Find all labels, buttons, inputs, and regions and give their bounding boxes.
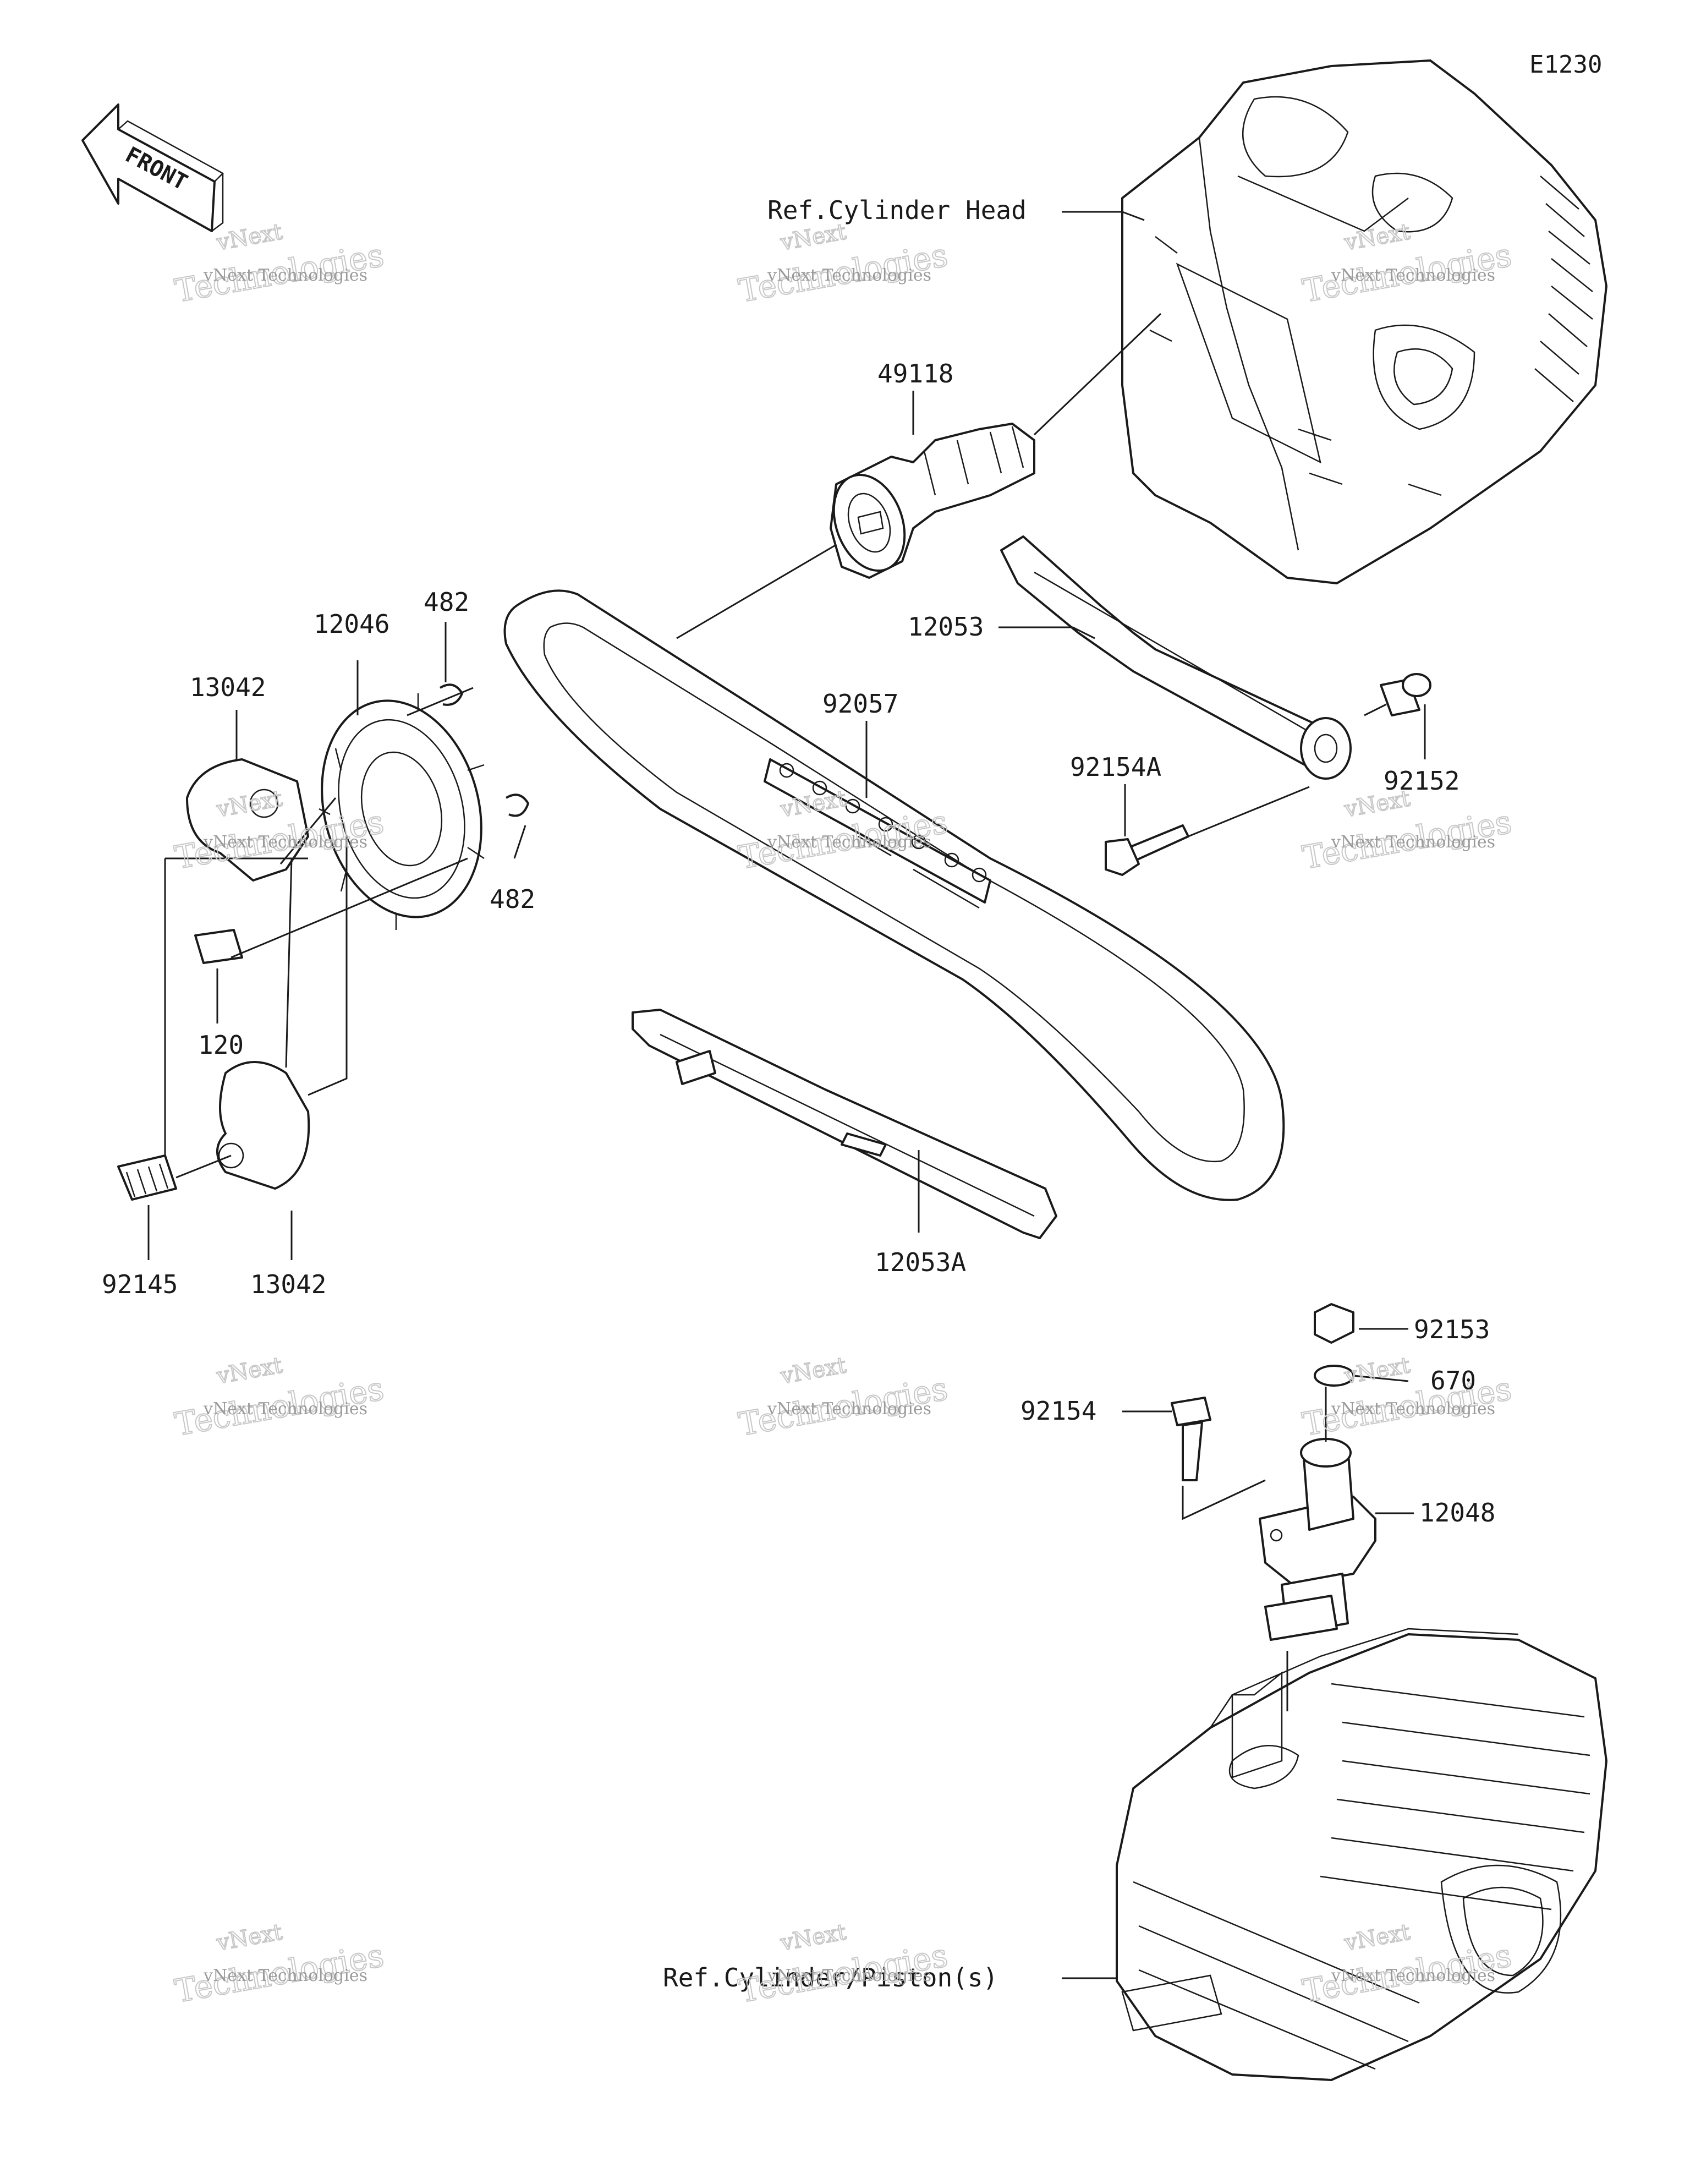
part-label-13042-top: 13042 — [190, 672, 266, 702]
watermark: Technologies vNext vNext Technologies — [736, 1352, 951, 1443]
clip-482-lower — [505, 793, 529, 817]
watermark: Technologies vNext vNext Technologies — [172, 1919, 387, 2010]
camshaft — [830, 423, 1035, 579]
svg-text:vNext: vNext — [778, 1919, 848, 1956]
chain-guide-lower — [632, 1009, 1057, 1239]
part-label-12048: 12048 — [1419, 1498, 1495, 1528]
watermark: Technologies vNext vNext Technologies — [1299, 785, 1515, 877]
clip-482-upper — [439, 683, 463, 706]
svg-text:vNext Technologies: vNext Technologies — [203, 1966, 367, 1985]
svg-text:vNext: vNext — [1342, 786, 1412, 822]
bushing-92152 — [1380, 673, 1431, 716]
part-label-120: 120 — [198, 1030, 244, 1060]
cylinder-head — [1121, 59, 1607, 584]
part-label-12046: 12046 — [314, 609, 389, 639]
part-label-92154: 92154 — [1020, 1396, 1096, 1426]
watermark: Technologies vNext vNext Technologies — [172, 1352, 387, 1443]
ref-cylinder-piston-label: Ref.Cylinder/Piston(s) — [663, 1963, 998, 1993]
svg-text:vNext Technologies: vNext Technologies — [767, 1966, 931, 1985]
part-label-13042-bottom: 13042 — [250, 1269, 326, 1299]
part-label-670: 670 — [1430, 1366, 1476, 1395]
svg-text:vNext: vNext — [778, 1353, 848, 1389]
leader-lines — [147, 211, 1426, 1979]
bolt-92154A — [1105, 824, 1189, 876]
svg-text:vNext: vNext — [215, 219, 284, 255]
part-label-49118: 49118 — [877, 359, 953, 388]
spring-92145 — [117, 1154, 177, 1201]
front-arrow-icon: FRONT — [81, 103, 224, 232]
part-label-92152: 92152 — [1384, 766, 1459, 796]
timing-chain — [503, 589, 1285, 1201]
part-label-92154A: 92154A — [1070, 752, 1161, 782]
chain-guide-upper — [1000, 535, 1352, 780]
svg-text:vNext: vNext — [215, 1353, 284, 1389]
svg-text:vNext: vNext — [215, 1919, 284, 1956]
decomp-weight-upper — [186, 758, 309, 882]
watermark: Technologies vNext vNext Technologies — [172, 218, 387, 310]
svg-text:vNext Technologies: vNext Technologies — [1331, 1399, 1495, 1419]
watermark: Technologies vNext vNext Technologies — [736, 218, 951, 310]
cylinder-block — [1116, 1628, 1607, 2081]
svg-text:vNext Technologies: vNext Technologies — [767, 266, 931, 285]
chain-link-section — [764, 758, 991, 904]
nut-92153 — [1314, 1303, 1354, 1344]
svg-text:vNext Technologies: vNext Technologies — [203, 833, 367, 852]
bolt-120 — [194, 929, 243, 964]
decomp-weight-lower — [216, 1061, 310, 1190]
svg-text:vNext Technologies: vNext Technologies — [203, 266, 367, 285]
svg-text:vNext Technologies: vNext Technologies — [1331, 833, 1495, 852]
svg-text:vNext Technologies: vNext Technologies — [203, 1399, 367, 1419]
bolt-92154 — [1171, 1397, 1211, 1481]
chain-tensioner — [1259, 1438, 1376, 1641]
svg-text:vNext Technologies: vNext Technologies — [1331, 1966, 1495, 1985]
part-label-482-top: 482 — [424, 587, 469, 617]
diagram-code: E1230 — [1529, 51, 1602, 79]
part-label-92145: 92145 — [102, 1269, 178, 1299]
part-label-12053A: 12053A — [875, 1247, 966, 1277]
part-label-482-bottom: 482 — [490, 884, 535, 914]
svg-text:vNext: vNext — [1342, 1353, 1412, 1389]
part-label-92153: 92153 — [1414, 1315, 1490, 1344]
svg-text:vNext Technologies: vNext Technologies — [767, 1399, 931, 1419]
part-label-12053: 12053 — [908, 612, 984, 642]
part-label-92057: 92057 — [822, 689, 898, 719]
svg-text:vNext Technologies: vNext Technologies — [767, 833, 931, 852]
cam-sprocket — [319, 693, 485, 930]
svg-text:vNext Technologies: vNext Technologies — [1331, 266, 1495, 285]
ref-cylinder-head-label: Ref.Cylinder Head — [767, 195, 1027, 225]
